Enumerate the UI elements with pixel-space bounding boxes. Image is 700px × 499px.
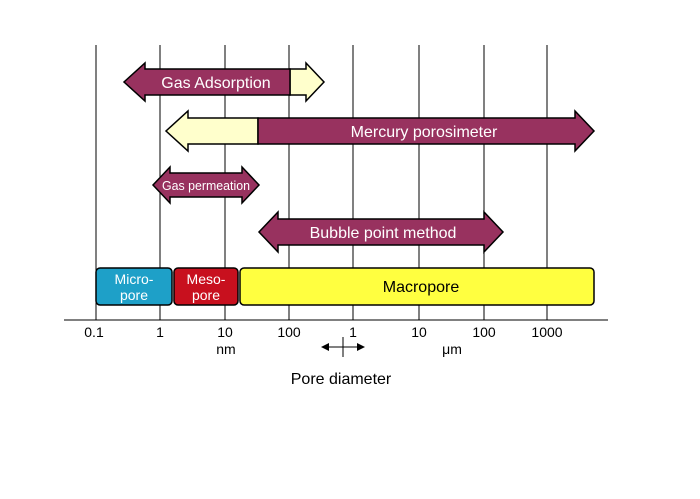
micropore-box: Micro- pore xyxy=(95,267,173,306)
unit-nm-label: nm xyxy=(216,341,235,357)
gas-permeation-label: Gas permeation xyxy=(162,178,250,193)
macropore-rect xyxy=(239,267,595,306)
tick-label: 100 xyxy=(277,324,301,340)
mercury-porosimeter-label: Mercury porosimeter xyxy=(351,124,498,141)
tick-label: 10 xyxy=(217,324,233,340)
axis-title: Pore diameter xyxy=(291,371,392,388)
bubble-point-label: Bubble point method xyxy=(310,225,457,242)
tick-label: 0.1 xyxy=(84,324,104,340)
mercury-light-part xyxy=(164,109,259,153)
mesopore-rect xyxy=(173,267,239,306)
macropore-box: Macropore xyxy=(239,267,595,306)
gas-adsorption-dark-part xyxy=(122,61,291,103)
unit-boundary-marker xyxy=(321,337,365,357)
bubble-point-shape xyxy=(257,210,505,254)
micropore-label-line2: pore xyxy=(120,287,148,303)
mesopore-box: Meso- pore xyxy=(173,267,239,306)
bubble-point-arrow: Bubble point method xyxy=(257,210,505,254)
mercury-dark-part xyxy=(257,109,596,153)
mesopore-label-line2: pore xyxy=(192,287,220,303)
macropore-label: Macropore xyxy=(383,279,460,296)
gas-permeation-arrow: Gas permeation xyxy=(151,165,261,205)
gas-permeation-shape xyxy=(151,165,261,205)
tick-label: 1 xyxy=(156,324,164,340)
tick-label: 1 xyxy=(349,324,357,340)
tick-label: 100 xyxy=(472,324,496,340)
micropore-label-line1: Micro- xyxy=(115,271,154,287)
tick-label: 10 xyxy=(411,324,427,340)
micropore-rect xyxy=(95,267,173,306)
mesopore-label-line1: Meso- xyxy=(187,271,226,287)
gas-adsorption-arrow: Gas Adsorption xyxy=(122,61,326,103)
tick-label: 1000 xyxy=(531,324,562,340)
mercury-porosimeter-arrow: Mercury porosimeter xyxy=(164,109,596,153)
tick-labels: 0.1 1 10 100 1 10 100 1000 xyxy=(84,324,563,340)
unit-um-label: μm xyxy=(442,341,462,357)
gas-adsorption-label: Gas Adsorption xyxy=(161,75,270,92)
gas-adsorption-light-part xyxy=(289,61,326,103)
